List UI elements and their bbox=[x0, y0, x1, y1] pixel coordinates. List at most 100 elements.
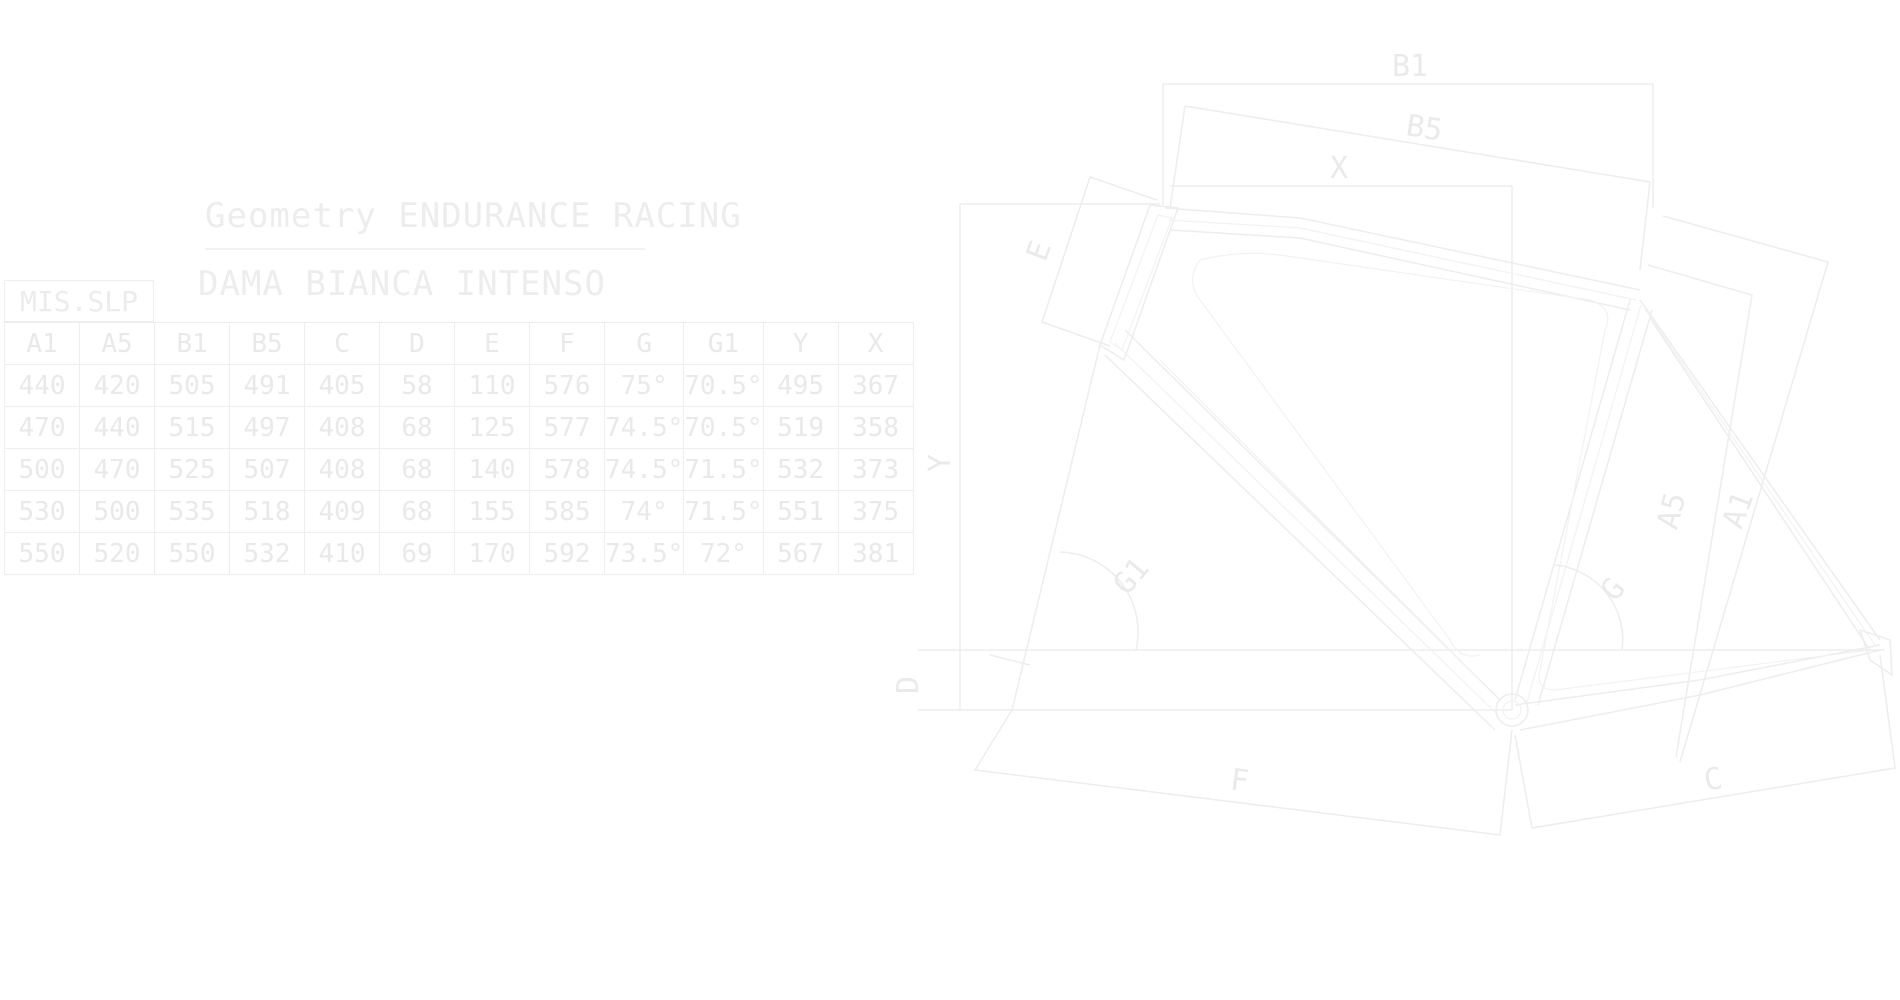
table-cell: 69 bbox=[379, 532, 455, 575]
label-d: D bbox=[891, 676, 926, 694]
table-cell: 125 bbox=[454, 406, 530, 449]
table-cell: 74.5° bbox=[603, 448, 685, 491]
table-cell: 576 bbox=[529, 364, 605, 407]
table-cell: 567 bbox=[762, 532, 839, 575]
table-header-cell: A5 bbox=[79, 322, 155, 365]
head-tube-inner bbox=[1109, 214, 1173, 351]
rear-dropout bbox=[1858, 628, 1893, 677]
table-cell: 155 bbox=[454, 490, 530, 533]
label-f: F bbox=[1228, 763, 1250, 800]
label-b1: B1 bbox=[1392, 49, 1428, 84]
table-cell: 71.5° bbox=[683, 490, 764, 533]
table-cell: 520 bbox=[79, 532, 155, 575]
title-underline bbox=[205, 248, 645, 250]
table-cell: 505 bbox=[154, 364, 230, 407]
table-cell: 72° bbox=[683, 532, 764, 575]
label-a5: A5 bbox=[1650, 489, 1693, 533]
table-cell: 577 bbox=[529, 406, 605, 449]
seat-stay-lower bbox=[1649, 317, 1871, 651]
dim-f-line bbox=[973, 709, 1513, 836]
seat-tube-back bbox=[1537, 309, 1653, 706]
table-cell: 373 bbox=[837, 448, 914, 491]
head-tube bbox=[1099, 204, 1180, 362]
table-cell: 408 bbox=[304, 448, 380, 491]
top-tube-upper bbox=[1164, 207, 1641, 291]
table-cell: 550 bbox=[4, 532, 80, 575]
table-cell: 507 bbox=[229, 448, 305, 491]
table-cell: 530 bbox=[4, 490, 80, 533]
table-cell: 140 bbox=[454, 448, 530, 491]
fork-line bbox=[1011, 344, 1101, 711]
seat-stay-upper bbox=[1639, 299, 1881, 641]
bottom-bracket-inner bbox=[1502, 700, 1522, 720]
table-cell: 497 bbox=[229, 406, 305, 449]
seat-angle-arc bbox=[1554, 564, 1624, 651]
down-tube-mid bbox=[1114, 342, 1499, 716]
table-header-cell: Y bbox=[762, 322, 839, 365]
head-angle-arc bbox=[1059, 551, 1139, 651]
dim-b5-ext-right bbox=[1639, 181, 1651, 271]
down-tube-inner bbox=[1159, 359, 1481, 681]
table-cell: 71.5° bbox=[683, 448, 764, 491]
table-cell: 381 bbox=[837, 532, 914, 575]
model-name: DAMA BIANCA INTENSO bbox=[198, 264, 606, 304]
table-cell: 535 bbox=[154, 490, 230, 533]
table-cell: 410 bbox=[304, 532, 380, 575]
bottom-bracket bbox=[1495, 693, 1529, 727]
table-cell: 358 bbox=[837, 406, 914, 449]
table-cell: 518 bbox=[229, 490, 305, 533]
dim-a5-box bbox=[1647, 264, 1753, 758]
seat-stay-mid bbox=[1644, 308, 1876, 646]
top-tube-mid bbox=[1167, 219, 1637, 301]
label-g1: G1 bbox=[1107, 551, 1157, 601]
label-y: Y bbox=[923, 454, 958, 472]
table-cell: 491 bbox=[229, 364, 305, 407]
table-cell: 532 bbox=[762, 448, 839, 491]
table-header-cell: G1 bbox=[683, 322, 764, 365]
table-cell: 408 bbox=[304, 406, 380, 449]
table-cell: 585 bbox=[529, 490, 605, 533]
label-g: G bbox=[1594, 572, 1632, 608]
seat-tube-mid bbox=[1526, 304, 1642, 703]
size-label-cell: MIS.SLP bbox=[4, 280, 154, 322]
table-cell: 440 bbox=[4, 364, 80, 407]
fork-dropout-line bbox=[989, 654, 1031, 666]
frame-inner-outline-right bbox=[1199, 252, 1871, 691]
label-a1: A1 bbox=[1716, 487, 1761, 533]
table-cell: 74.5° bbox=[603, 406, 685, 449]
table-cell: 550 bbox=[154, 532, 230, 575]
table-cell: 70.5° bbox=[683, 406, 764, 449]
table-cell: 500 bbox=[4, 448, 80, 491]
table-cell: 515 bbox=[154, 406, 230, 449]
table-cell: 578 bbox=[529, 448, 605, 491]
table-cell: 68 bbox=[379, 448, 455, 491]
table-cell: 551 bbox=[762, 490, 839, 533]
top-tube-lower bbox=[1169, 229, 1631, 311]
table-cell: 70.5° bbox=[683, 364, 764, 407]
chain-stay-lower bbox=[1519, 649, 1881, 731]
label-e: E bbox=[1020, 236, 1059, 265]
label-c: C bbox=[1701, 761, 1725, 799]
page-title: Geometry ENDURANCE RACING bbox=[205, 196, 742, 236]
dim-a1-box bbox=[1662, 215, 1829, 763]
dim-b5-ext-left bbox=[1169, 105, 1186, 209]
table-cell: 73.5° bbox=[603, 532, 685, 575]
table-header-cell: F bbox=[529, 322, 605, 365]
label-x: X bbox=[1330, 151, 1348, 186]
dim-b5-line bbox=[1184, 105, 1651, 183]
table-cell: 375 bbox=[837, 490, 914, 533]
table-header-cell: E bbox=[454, 322, 530, 365]
table-cell: 170 bbox=[454, 532, 530, 575]
table-cell: 532 bbox=[229, 532, 305, 575]
table-cell: 74° bbox=[603, 490, 685, 533]
label-b5: B5 bbox=[1404, 108, 1445, 148]
down-tube-lower bbox=[1104, 354, 1496, 731]
frame-inner-outline bbox=[1191, 259, 1481, 657]
